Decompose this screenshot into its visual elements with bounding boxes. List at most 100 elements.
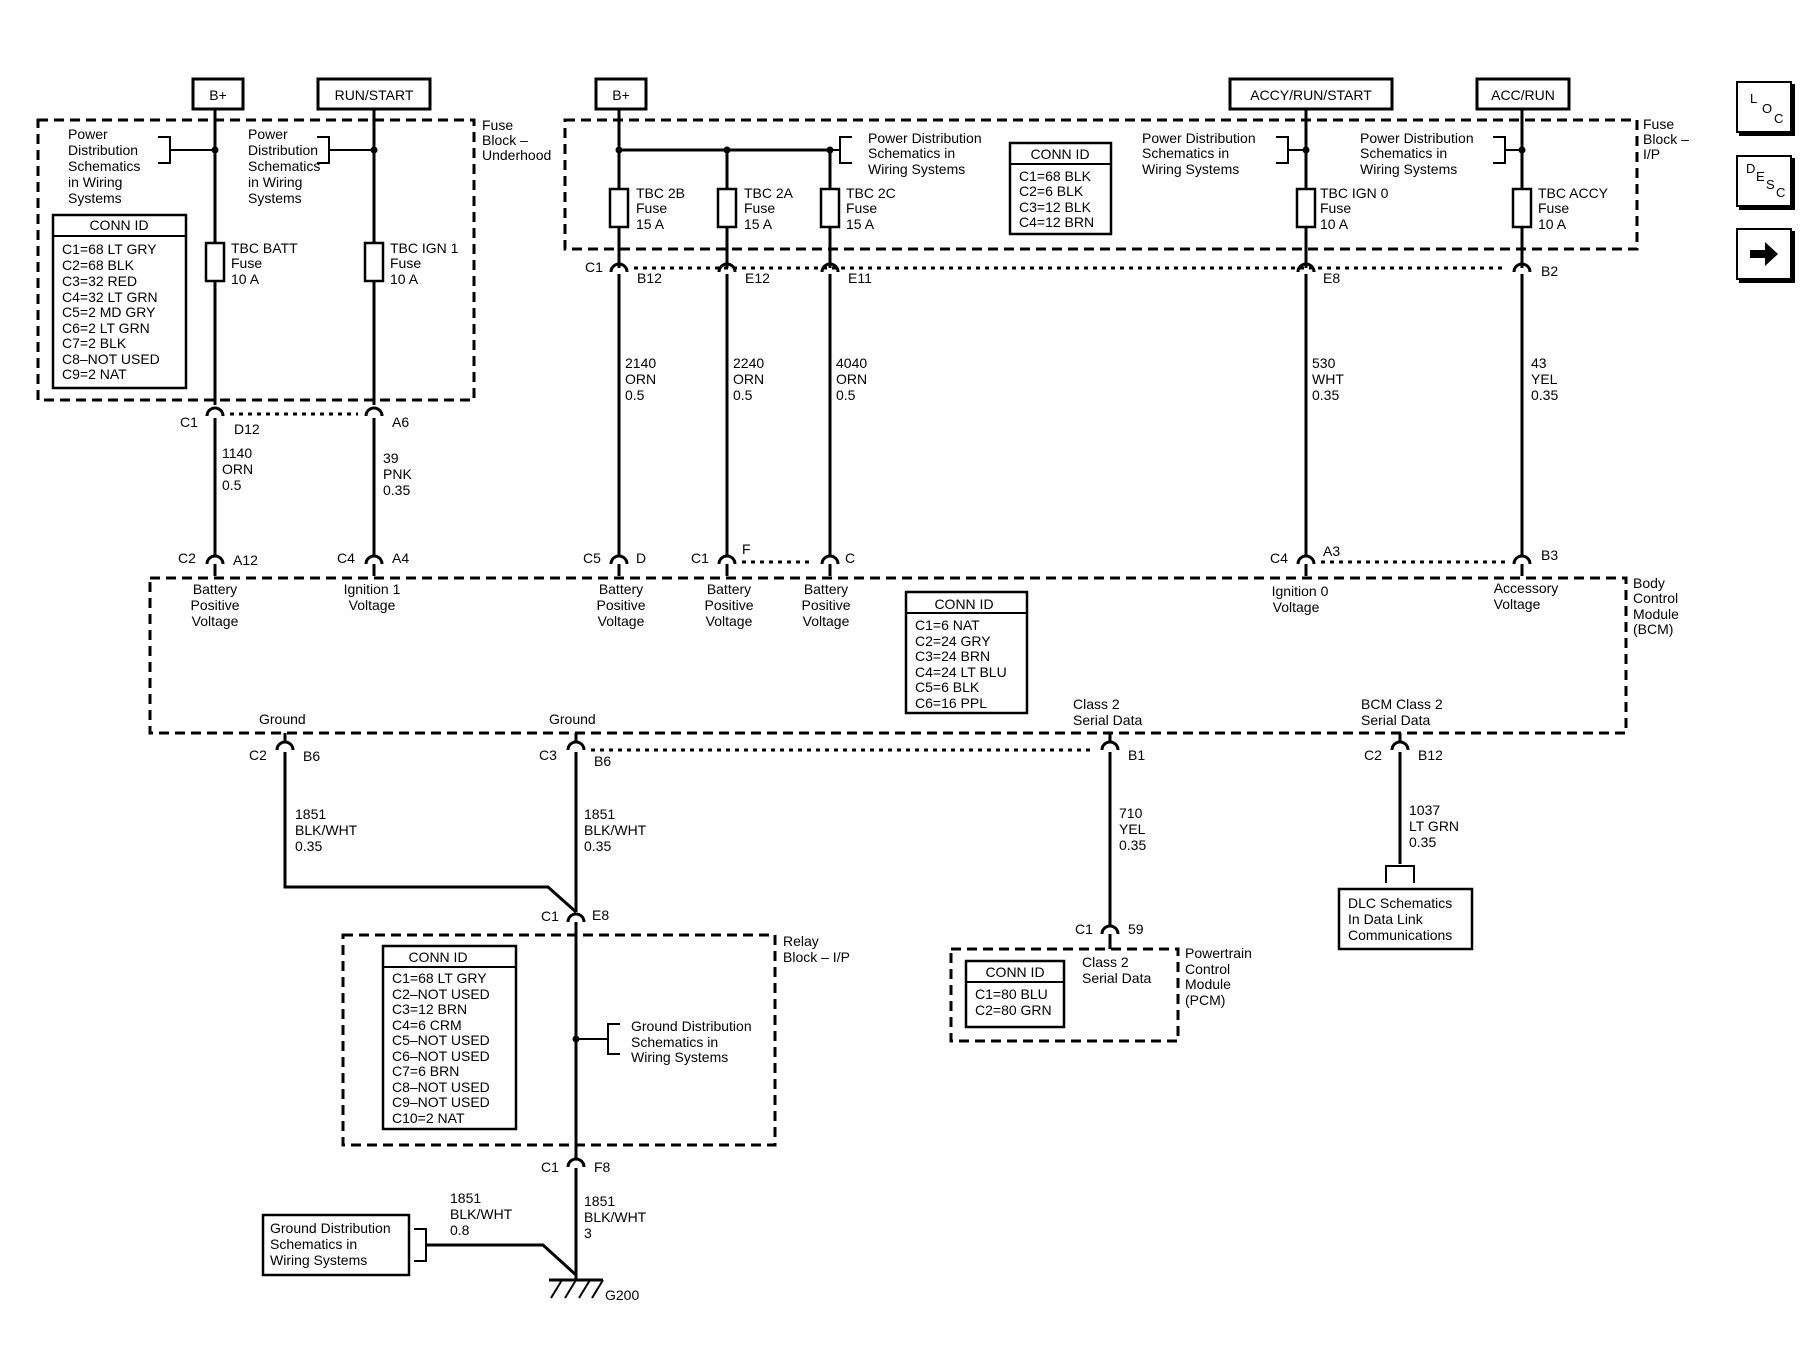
gd-ref-relay: Ground Distribution Schematics in Wiring…: [631, 1018, 752, 1065]
svg-text:Power Distribution: Power Distribution: [1142, 130, 1256, 146]
svg-text:1851: 1851: [450, 1190, 481, 1206]
conn-id-ip: CONN ID C1=68 BLK C2=6 BLK C3=12 BLK C4=…: [1008, 141, 1113, 236]
next-button[interactable]: [1736, 228, 1792, 280]
svg-text:3: 3: [584, 1225, 592, 1241]
svg-text:Power Distribution: Power Distribution: [1360, 130, 1474, 146]
fuse-tbc-accy: TBC ACCY Fuse 10 A: [1511, 185, 1609, 232]
location-button[interactable]: L O C: [1736, 81, 1792, 133]
svg-text:C7=6 BRN: C7=6 BRN: [392, 1063, 459, 1079]
svg-text:B+: B+: [612, 87, 630, 103]
svg-text:TBC 2B: TBC 2B: [636, 185, 685, 201]
svg-text:(PCM): (PCM): [1185, 992, 1225, 1008]
svg-text:1851: 1851: [584, 806, 615, 822]
desc-letter-e: E: [1756, 169, 1765, 184]
svg-text:C2=80 GRN: C2=80 GRN: [975, 1002, 1052, 1018]
wire-label-4040: 4040 ORN 0.5: [836, 355, 867, 403]
svg-text:4040: 4040: [836, 355, 867, 371]
svg-text:B+: B+: [209, 87, 227, 103]
svg-text:C4: C4: [337, 550, 355, 566]
svg-text:C6–NOT USED: C6–NOT USED: [392, 1048, 490, 1064]
connector-underhood-c1: C1 D12 A6: [180, 406, 409, 437]
svg-text:TBC IGN 1: TBC IGN 1: [390, 240, 459, 256]
loc-letter-o: O: [1762, 101, 1773, 116]
svg-text:0.5: 0.5: [625, 387, 645, 403]
svg-text:Schematics: Schematics: [68, 158, 140, 174]
svg-text:C1=6 NAT: C1=6 NAT: [915, 617, 980, 633]
wire-label-2140: 2140 ORN 0.5: [625, 355, 656, 403]
svg-text:Class 2: Class 2: [1082, 954, 1129, 970]
svg-text:C: C: [845, 550, 855, 566]
svg-text:Distribution: Distribution: [68, 142, 138, 158]
svg-text:Voltage: Voltage: [192, 613, 239, 629]
svg-text:Relay: Relay: [783, 933, 819, 949]
svg-text:0.35: 0.35: [295, 838, 322, 854]
pd-ref-ip-1: Power Distribution Schematics in Wiring …: [868, 130, 982, 177]
fuse-tbc-2b: TBC 2B Fuse 15 A: [608, 185, 685, 232]
svg-text:Systems: Systems: [68, 190, 122, 206]
svg-text:1851: 1851: [584, 1193, 615, 1209]
svg-text:Wiring Systems: Wiring Systems: [270, 1252, 367, 1268]
dlc-schematics-ref[interactable]: DLC Schematics In Data Link Communicatio…: [1337, 887, 1474, 951]
svg-text:C1=68 BLK: C1=68 BLK: [1019, 168, 1092, 184]
svg-text:Power: Power: [248, 126, 288, 142]
svg-text:Positive: Positive: [596, 597, 645, 613]
svg-text:Fuse: Fuse: [1643, 116, 1674, 132]
svg-text:Accessory: Accessory: [1494, 580, 1559, 596]
svg-text:Battery: Battery: [599, 581, 643, 597]
svg-text:1851: 1851: [295, 806, 326, 822]
svg-text:Wiring Systems: Wiring Systems: [868, 161, 965, 177]
svg-text:D: D: [636, 550, 646, 566]
svg-text:C3=12 BRN: C3=12 BRN: [392, 1001, 467, 1017]
svg-text:YEL: YEL: [1531, 371, 1558, 387]
ground-symbol-g200: G200: [549, 1275, 639, 1303]
svg-text:B12: B12: [637, 270, 662, 286]
svg-text:E8: E8: [592, 907, 609, 923]
svg-text:Ignition 1: Ignition 1: [344, 581, 401, 597]
ground-distribution-ref[interactable]: Ground Distribution Schematics in Wiring…: [261, 1213, 411, 1277]
pd-ref-underhood-1: Power Distribution Schematics in Wiring …: [68, 126, 140, 206]
svg-text:710: 710: [1119, 805, 1143, 821]
svg-text:59: 59: [1128, 921, 1144, 937]
svg-text:0.35: 0.35: [1312, 387, 1339, 403]
svg-text:CONN ID: CONN ID: [1030, 146, 1089, 162]
svg-text:0.5: 0.5: [222, 477, 242, 493]
svg-text:C4=24 LT BLU: C4=24 LT BLU: [915, 664, 1007, 680]
svg-text:Serial Data: Serial Data: [1073, 712, 1142, 728]
svg-text:ACCY/RUN/START: ACCY/RUN/START: [1250, 87, 1372, 103]
pd-ref-ip-2: Power Distribution Schematics in Wiring …: [1142, 130, 1256, 177]
svg-text:TBC IGN 0: TBC IGN 0: [1320, 185, 1389, 201]
svg-text:15 A: 15 A: [636, 216, 665, 232]
description-button[interactable]: D E S C: [1736, 155, 1792, 207]
loc-letter-l: L: [1750, 91, 1758, 106]
body-control-module: Body Control Module (BCM) Battery Positi…: [148, 575, 1679, 735]
fuse-tbc-2c: TBC 2C Fuse 15 A: [819, 185, 896, 232]
conn-id-underhood: CONN ID C1=68 LT GRY C2=68 BLK C3=32 RED…: [51, 213, 188, 390]
svg-text:0.5: 0.5: [836, 387, 856, 403]
svg-text:C8–NOT USED: C8–NOT USED: [392, 1079, 490, 1095]
svg-text:B6: B6: [303, 748, 320, 764]
wire-label-1140: 1140 ORN 0.5: [222, 445, 253, 493]
svg-text:10 A: 10 A: [1320, 216, 1349, 232]
svg-text:C5=6 BLK: C5=6 BLK: [915, 679, 980, 695]
wire-ground-1851-08: [426, 1243, 578, 1277]
svg-text:G200: G200: [605, 1287, 639, 1303]
svg-text:BLK/WHT: BLK/WHT: [295, 822, 358, 838]
pcm-pin-serial-data: Class 2 Serial Data: [1082, 954, 1151, 986]
svg-text:In Data Link: In Data Link: [1348, 911, 1424, 927]
svg-text:C7=2 BLK: C7=2 BLK: [62, 335, 127, 351]
svg-text:15 A: 15 A: [744, 216, 773, 232]
fuse-block-ip: Fuse Block – I/P Power Distribution Sche…: [563, 109, 1689, 268]
power-source-run-start: RUN/START: [316, 77, 432, 111]
bcm-pin-ignition-0: Ignition 0 Voltage: [1272, 583, 1329, 615]
svg-text:in Wiring: in Wiring: [68, 174, 122, 190]
svg-text:Schematics in: Schematics in: [868, 145, 955, 161]
svg-text:Block –: Block –: [482, 132, 528, 148]
fuse-tbc-batt: TBC BATT Fuse 10 A: [204, 240, 298, 287]
svg-text:ACC/RUN: ACC/RUN: [1491, 87, 1555, 103]
svg-text:10 A: 10 A: [1538, 216, 1567, 232]
svg-text:2140: 2140: [625, 355, 656, 371]
svg-text:C2=24 GRY: C2=24 GRY: [915, 633, 991, 649]
svg-text:E8: E8: [1323, 270, 1340, 286]
svg-text:D12: D12: [234, 421, 260, 437]
svg-text:Fuse: Fuse: [231, 255, 262, 271]
